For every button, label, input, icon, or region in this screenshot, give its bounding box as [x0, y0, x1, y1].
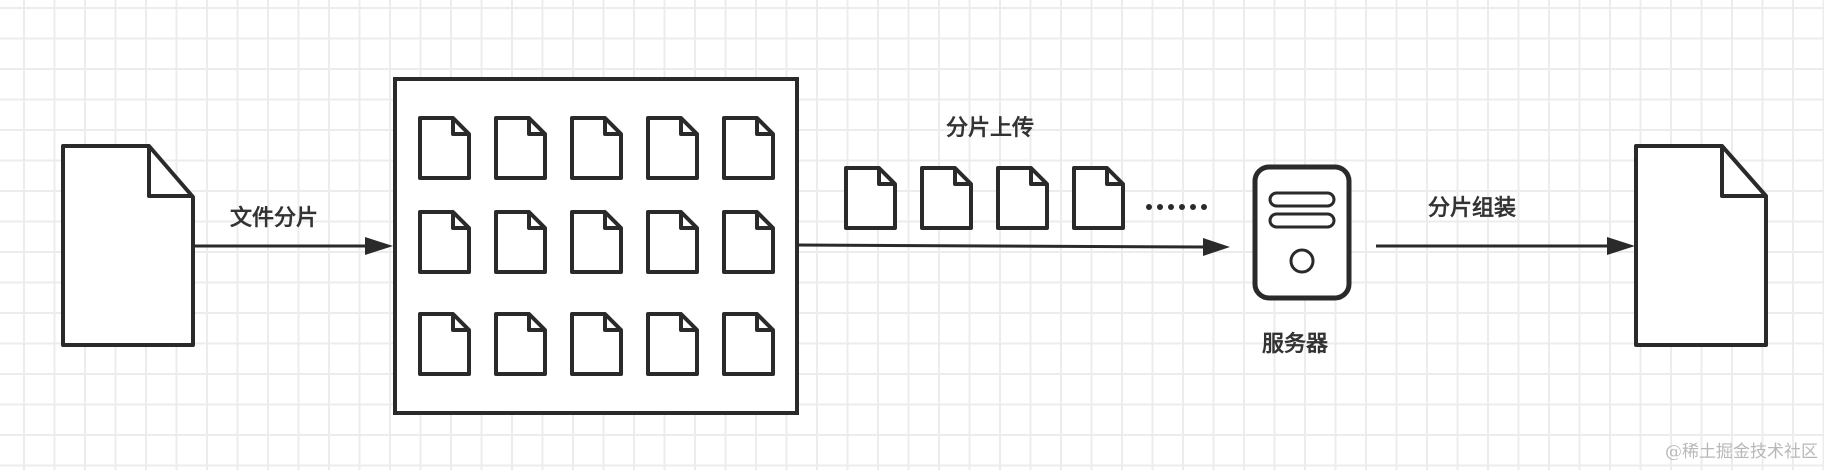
chunk-file-icon [570, 116, 623, 180]
server-label: 服务器 [1262, 332, 1329, 357]
assemble-label: 分片组装 [1428, 196, 1517, 221]
chunk-file-icon [722, 312, 775, 376]
upload-arrow [796, 238, 1230, 256]
chunk-file-icon [418, 312, 471, 376]
chunk-file-icon [844, 166, 897, 230]
chunk-file-icon [494, 210, 547, 274]
chunk-file-icon [494, 116, 547, 180]
source-file-icon [61, 144, 195, 347]
chunk-grid [418, 116, 775, 376]
chunk-file-icon [570, 312, 623, 376]
ellipsis-dots [1146, 204, 1207, 210]
chunk-file-icon [418, 210, 471, 274]
chunk-file-icon [646, 116, 699, 180]
chunk-file-icon [418, 116, 471, 180]
chunk-file-icon [646, 312, 699, 376]
watermark: @稀土掘金技术社区 [1665, 442, 1818, 462]
chunk-file-icon [722, 116, 775, 180]
chunk-file-icon [920, 166, 973, 230]
chunk-file-icon [1072, 166, 1125, 230]
server-icon [1252, 164, 1352, 301]
split-label: 文件分片 [230, 206, 319, 231]
upload-chunk-row [844, 166, 1125, 230]
assemble-arrow [1376, 237, 1635, 255]
split-arrow [195, 237, 393, 255]
chunk-file-icon [646, 210, 699, 274]
result-file-icon [1634, 144, 1768, 347]
chunk-file-icon [570, 210, 623, 274]
upload-label: 分片上传 [946, 116, 1035, 141]
chunk-file-icon [494, 312, 547, 376]
chunk-file-icon [722, 210, 775, 274]
chunk-file-icon [996, 166, 1049, 230]
